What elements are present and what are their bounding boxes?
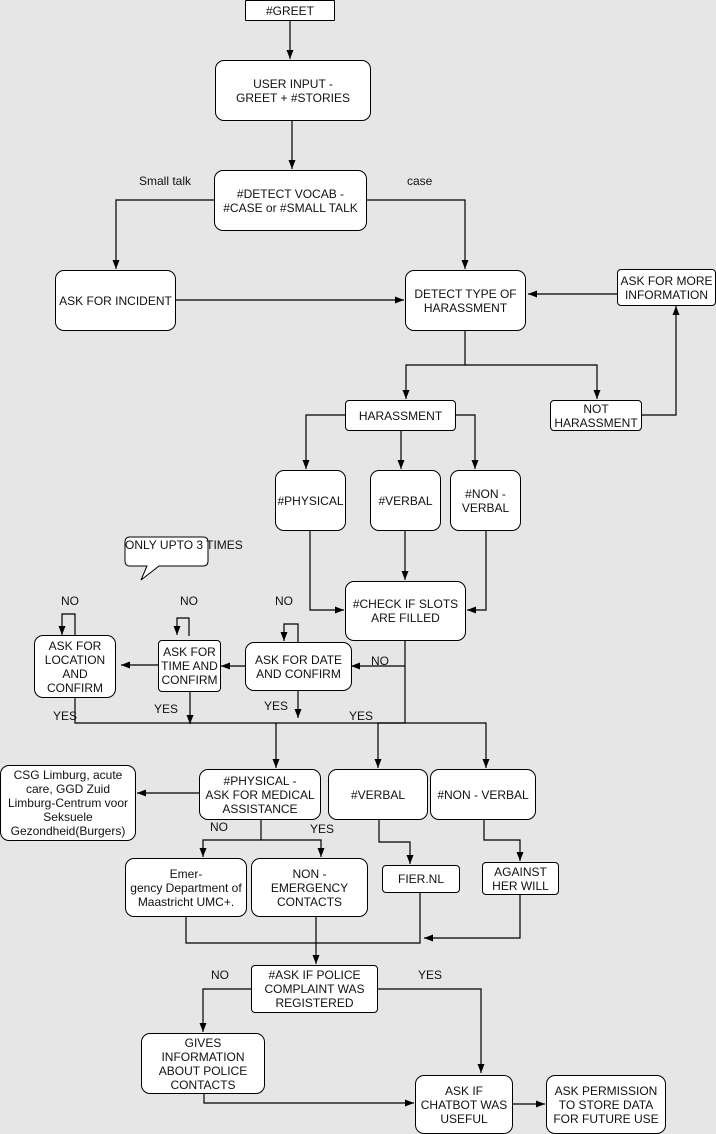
fier-node: FIER.NL [382,865,460,893]
edge-harassment-nonverbal [455,414,479,469]
edge-physicalmedical-emergency [199,820,262,857]
label-yes-location: YES [53,709,78,723]
edge-verbal2-fier [378,819,414,864]
ask-date-node: ASK FOR DATE AND CONFIRM [245,642,352,691]
loop-date [280,623,299,642]
label-yes-date: YES [264,699,289,713]
label-no-medical: NO [210,820,228,834]
edge-nonverbal-slots [467,530,487,614]
edge-physical-slots [309,530,344,614]
edge-against-merge [424,894,521,942]
edge-nonverbal2-against [483,819,524,861]
edge-merge-nonverbal2 [405,722,490,768]
check-slots-node: #CHECK IF SLOTS ARE FILLED [345,581,466,641]
ask-police-node: #ASK IF POLICE COMPLAINT WAS REGISTERED [251,965,378,1013]
edge-vocab-detecttype [366,199,469,269]
label-yes-slots: YES [349,709,374,723]
ask-more-info-node: ASK FOR MORE INFORMATION [617,269,716,306]
ask-useful-node: ASK IF CHATBOT WAS USEFUL [415,1075,513,1134]
edge-detecttype-notharassment [465,364,601,399]
loop-location [58,613,76,636]
loop-time [173,617,190,636]
edge-detecttype-harassment [402,330,466,399]
ask-time-node: ASK FOR TIME AND CONFIRM [158,640,221,692]
edge-notharassment-moreinfo [641,306,680,416]
detect-vocab-node: #DETECT VOCAB - #CASE or #SMALL TALK [214,170,367,231]
verbal-node: #VERBAL [370,470,441,531]
not-harassment-node: NOT HARASSMENT [550,400,642,431]
against-will-node: AGAINST HER WILL [482,862,559,895]
edge-vocab-incident [112,199,215,269]
verbal2-node: #VERBAL [328,769,428,820]
label-yes-medical: YES [310,822,335,836]
non-emergency-node: NON - EMERGENCY CONTACTS [251,858,368,917]
ask-permission-node: ASK PERMISSION TO STORE DATA FOR FUTURE … [546,1075,666,1134]
edge-emergency-merge [185,893,421,944]
ask-location-node: ASK FOR LOCATION AND CONFIRM [34,635,116,698]
edge-police-givesinfo [199,988,252,1032]
label-yes-time: YES [154,702,179,716]
harassment-node: HARASSMENT [345,400,456,431]
label-small-talk: Small talk [139,174,192,188]
label-no-location: NO [61,594,79,608]
physical-node: #PHYSICAL [275,470,346,531]
edge-harassment-physical [302,414,346,469]
emergency-node: Emer- gency Department of Maastricht UMC… [125,858,247,917]
non-verbal2-node: #NON - VERBAL [430,769,536,820]
greet-node: #GREET [245,0,335,21]
label-no-date: NO [275,594,293,608]
ask-incident-node: ASK FOR INCIDENT [55,270,176,331]
callout-text: ONLY UPTO 3 TIMES [125,538,243,552]
user-input-node: USER INPUT - GREET + #STORIES [215,60,371,121]
callout-bubble [124,536,209,581]
csg-node: CSG Limburg, acute care, GGD Zuid Limbur… [0,765,136,841]
label-no-time: NO [180,594,198,608]
detect-type-node: DETECT TYPE OF HARASSMENT [405,270,526,331]
edge-givesinfo-useful [203,1093,414,1107]
label-yes-police: YES [418,968,443,982]
non-verbal-node: #NON - VERBAL [450,470,521,531]
gives-info-node: GIVES INFORMATION ABOUT POLICE CONTACTS [141,1033,265,1094]
physical-medical-node: #PHYSICAL - ASK FOR MEDICAL ASSISTANCE [199,769,321,820]
edge-merge-verbal2 [374,722,405,768]
edge-physicalmedical-nonemergency [261,839,325,857]
label-no-slots: NO [371,654,389,668]
yes-merge-line [74,666,406,724]
label-no-police: NO [211,968,229,982]
label-case: case [407,174,433,188]
edge-police-useful [378,988,485,1073]
